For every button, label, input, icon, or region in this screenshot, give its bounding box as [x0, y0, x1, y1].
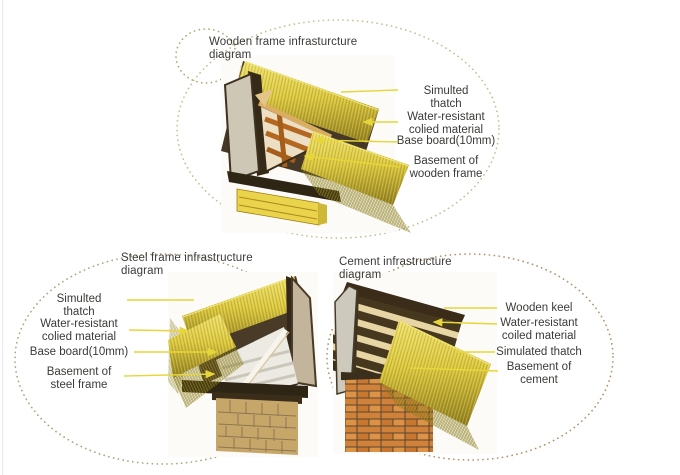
scan-edge-line: [2, 0, 4, 475]
wooden-frame-title: Wooden frame infrasturcture diagram: [209, 36, 358, 61]
eave-beam: [227, 171, 341, 202]
label-simulted-thatch-2: Simulted thatch: [56, 293, 102, 318]
steel-frame-title: Steel frame infrastructure diagram: [121, 252, 253, 277]
label-water-resistant-3: Water-resistant coiled material: [500, 317, 578, 342]
simulated-thatch-sheet: [379, 320, 491, 450]
label-water-resistant-2: Water-resistant colied material: [40, 318, 118, 343]
gable-wall: [223, 71, 269, 183]
steel-frame-diagram-image: [168, 272, 318, 457]
simulated-thatch-lower: [301, 131, 411, 233]
thatch-fringe: [301, 169, 411, 233]
label-basement-cement: Basement of cement: [506, 361, 572, 386]
label-basement-wooden: Basement of wooden frame: [409, 155, 483, 180]
label-basement-steel: Basement of steel frame: [46, 366, 112, 391]
base-board: [236, 188, 327, 226]
thatch-fringe: [379, 382, 479, 450]
label-water-resistant-1: Water-resistant colied material: [407, 111, 485, 136]
label-base-board-2: Base board(10mm): [29, 346, 129, 358]
wooden-frame-diagram-image: [221, 55, 411, 233]
label-base-board-1: Base board(10mm): [396, 135, 496, 147]
stone-wall-basement: [212, 392, 302, 455]
cement-title: Cement infrastructure diagram: [339, 256, 452, 281]
gable-wall: [334, 285, 359, 395]
label-wooden-keel: Wooden keel: [505, 302, 573, 314]
cement-diagram-image: [333, 272, 497, 454]
label-simulted-thatch-1: Simulted thatch: [423, 85, 469, 110]
label-simulated-thatch-3: Simulated thatch: [496, 346, 582, 358]
